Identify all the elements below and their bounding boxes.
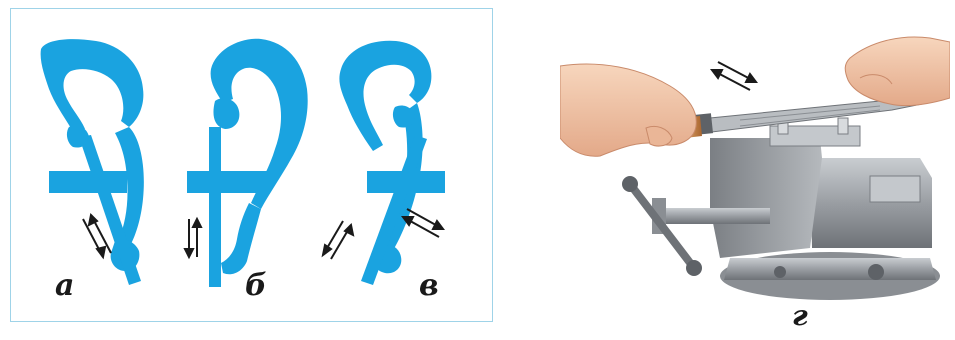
caption-v: в [419,271,439,301]
vise-filing-illustration [560,8,950,308]
caption-a: а [55,271,74,301]
vise-filing-panel [560,8,950,308]
figure-v-silhouette [339,41,445,285]
figure-b-arrows [185,219,201,257]
hand-positions-panel: а б в [10,8,493,322]
caption-b: б [245,271,267,301]
caption-g: г [792,302,808,330]
motion-arrows [712,62,756,90]
right-hand [845,37,950,106]
figure-b-silhouette [187,39,308,287]
figure-a-arrows [83,215,111,257]
left-hand [560,64,696,156]
figure-a-silhouette [41,39,144,285]
